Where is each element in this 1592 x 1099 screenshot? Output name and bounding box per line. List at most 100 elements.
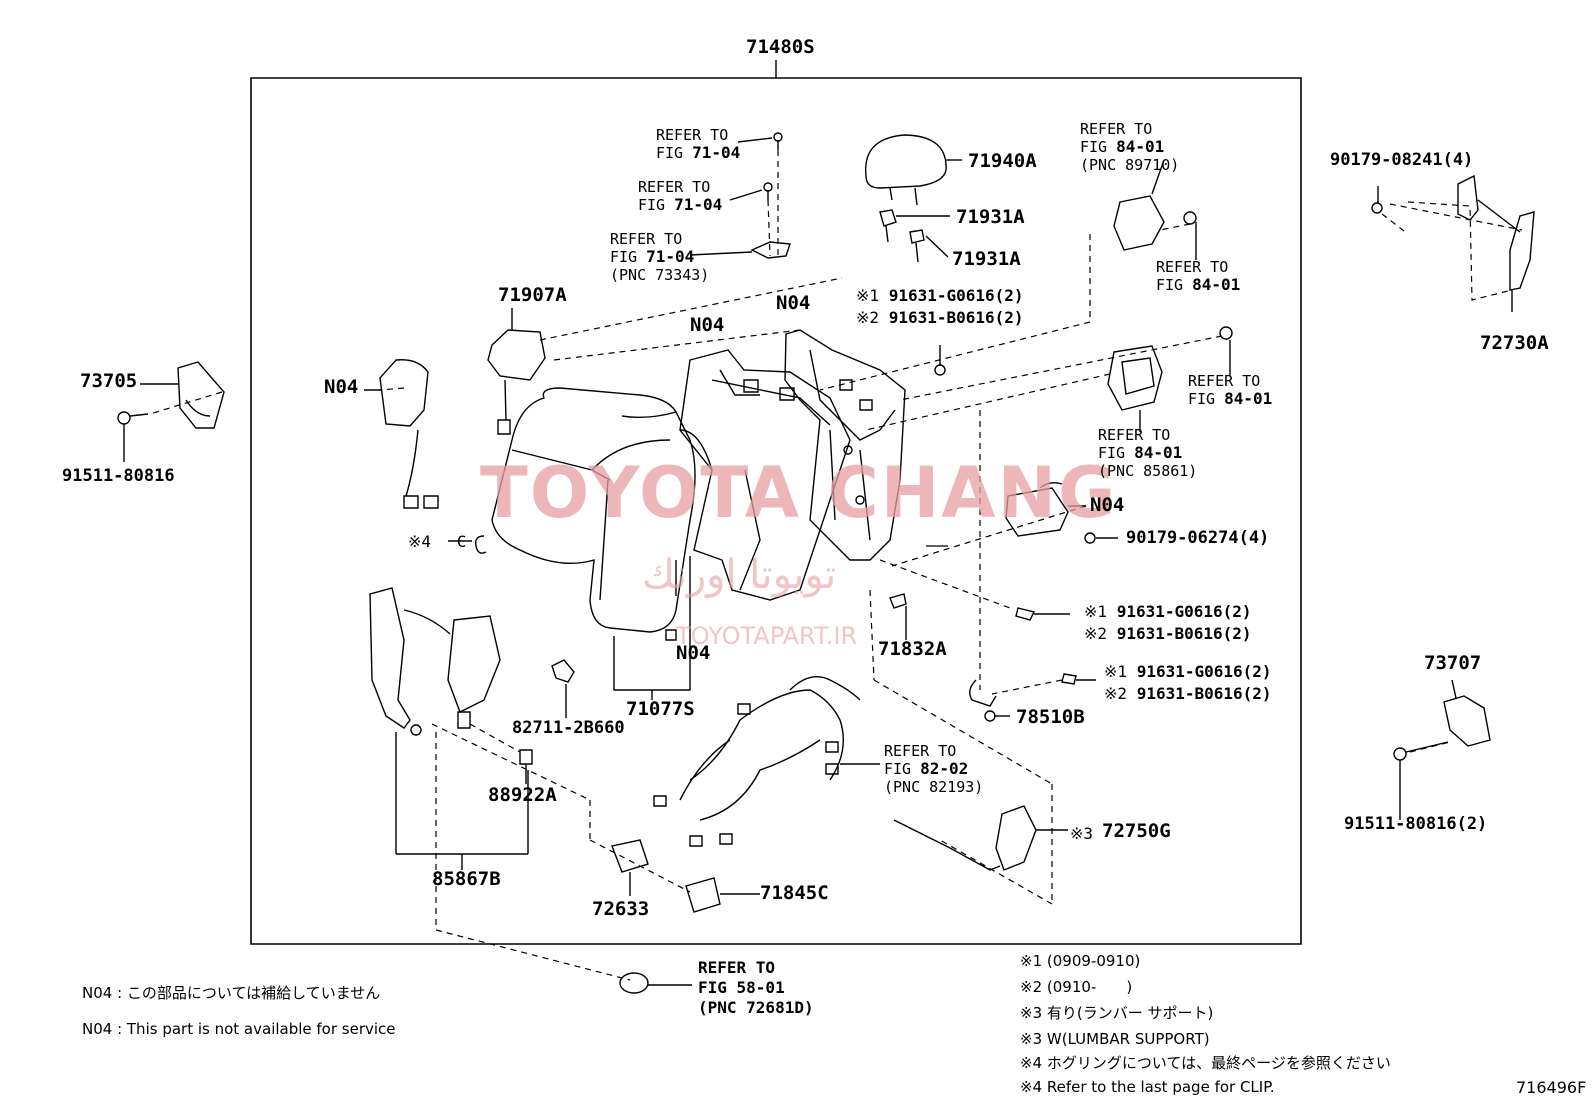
ref-fig: 84-01 — [1192, 275, 1241, 294]
note-n04-en: N04 : This part is not available for ser… — [82, 1020, 396, 1038]
ref-line1: REFER TO — [656, 126, 729, 144]
callout-part: 91631-G0616(2) — [1136, 662, 1272, 681]
seatback-cushion-drawing — [492, 388, 712, 632]
part-label-85867B[interactable]: 85867B — [432, 868, 501, 890]
latch-drawing — [488, 308, 545, 434]
part-label-71077S[interactable]: 71077S — [626, 698, 695, 720]
part-label-n04-right[interactable]: N04 — [1090, 494, 1125, 516]
headrest-drawing — [866, 135, 962, 205]
part-label-72633[interactable]: 72633 — [592, 898, 650, 920]
note-4-jp: ※4 ホグリングについては、最終ページを参照ください — [1020, 1054, 1391, 1072]
ref-line1: REFER TO — [1080, 120, 1153, 138]
ref-line1: REFER TO — [610, 230, 683, 248]
sensor-panel-drawing — [1006, 483, 1118, 543]
part-label-91511-80816[interactable]: 91511-80816 — [62, 466, 175, 486]
callout-mark: ※1 — [1084, 602, 1108, 621]
refer-fig-84-01-b[interactable]: REFER TO FIG 84-01 — [1156, 258, 1240, 294]
refer-fig-84-01-d[interactable]: REFER TO FIG 84-01 (PNC 85861) — [1098, 426, 1197, 480]
ref-line1: REFER TO — [1188, 372, 1261, 390]
part-label-82711-2B660[interactable]: 82711-2B660 — [512, 718, 625, 738]
ref-line1: REFER TO — [1156, 258, 1229, 276]
refer-fig-71-04-b[interactable]: REFER TO FIG 71-04 — [638, 178, 722, 214]
ref-fig: 84-01 — [1116, 137, 1165, 156]
part-label-71931A-upper[interactable]: 71931A — [956, 206, 1025, 228]
part-label-71845C[interactable]: 71845C — [760, 882, 829, 904]
note-n04-jp: N04 : この部品については補給していません — [82, 984, 381, 1002]
callout-part: 91631-B0616(2) — [888, 308, 1024, 327]
ref-pnc: (PNC 72681D) — [698, 998, 814, 1017]
callout-91631-G0616-top[interactable]: ※1 91631-G0616(2) — [856, 288, 1024, 304]
ref-line2a: FIG — [656, 144, 693, 162]
part-label-73705[interactable]: 73705 — [80, 370, 138, 392]
refer-fig-71-04-c[interactable]: REFER TO FIG 71-04 (PNC 73343) — [610, 230, 709, 284]
refer-fig-71-04-a[interactable]: REFER TO FIG 71-04 — [656, 126, 740, 162]
callout-mark: ※2 — [856, 308, 880, 327]
watermark-arabic: تويوتا اورنك — [642, 552, 837, 598]
ref-fig: 84-01 — [1134, 443, 1183, 462]
ref-pnc: (PNC 73343) — [610, 266, 710, 284]
callout-part: 91631-G0616(2) — [1116, 602, 1252, 621]
note-4-en: ※4 Refer to the last page for CLIP. — [1020, 1078, 1275, 1096]
callout-mark: ※4 — [408, 532, 432, 551]
ref-line1: REFER TO — [884, 742, 957, 760]
refer-fig-84-01-a[interactable]: REFER TO FIG 84-01 (PNC 89710) — [1080, 120, 1179, 174]
part-label-72750G[interactable]: 72750G — [1102, 820, 1171, 842]
part-label-n04-bottom[interactable]: N04 — [676, 642, 711, 664]
wire-harness-drawing — [654, 677, 880, 846]
note-3-en: ※3 W(LUMBAR SUPPORT) — [1020, 1030, 1210, 1048]
ref-pnc: (PNC 82193) — [884, 778, 984, 796]
note-3-jp: ※3 有り(ランバー サポート) — [1020, 1004, 1214, 1022]
part-label-71907A[interactable]: 71907A — [498, 284, 567, 306]
callout-91631-G0616-low[interactable]: ※1 91631-G0616(2) — [1104, 664, 1272, 680]
note-1: ※1 (0909-0910) — [1020, 952, 1141, 970]
callout-mark: ※1 — [856, 286, 880, 305]
part-label-71940A[interactable]: 71940A — [968, 150, 1037, 172]
motor-drawing — [364, 360, 438, 508]
ref-line2a: FIG — [1188, 390, 1225, 408]
part-label-90179-06274[interactable]: 90179-06274(4) — [1126, 528, 1270, 548]
callout-91631-B0616-top[interactable]: ※2 91631-B0616(2) — [856, 310, 1024, 326]
callout-part: 91631-B0616(2) — [1116, 624, 1252, 643]
watermark-site: TOYOTAPART.IR — [676, 622, 858, 650]
ref-fig: 71-04 — [674, 195, 723, 214]
ref-line2a: FIG — [638, 196, 675, 214]
part-label-78510B[interactable]: 78510B — [1016, 706, 1085, 728]
assembly-number: 71480S — [746, 36, 815, 58]
ref-line1: REFER TO — [638, 178, 711, 196]
module-85861-drawing — [1108, 327, 1232, 432]
module-89710-drawing — [1114, 160, 1196, 260]
callout-part: 91631-G0616(2) — [888, 286, 1024, 305]
callout-mark: ※2 — [1104, 684, 1128, 703]
ref-fig: 71-04 — [692, 143, 741, 162]
ref-line2a: FIG — [1080, 138, 1117, 156]
callout-91631-B0616-low[interactable]: ※2 91631-B0616(2) — [1104, 686, 1272, 702]
callout-91631-B0616-mid[interactable]: ※2 91631-B0616(2) — [1084, 626, 1252, 642]
refer-fig-84-01-c[interactable]: REFER TO FIG 84-01 — [1188, 372, 1272, 408]
part-label-n04-mid[interactable]: N04 — [690, 314, 725, 336]
ref-line1: REFER TO — [1098, 426, 1171, 444]
ref-line2a: FIG — [884, 760, 921, 778]
hinge-72730A-drawing — [1372, 176, 1534, 312]
callout-mark: ※1 — [1104, 662, 1128, 681]
recliner-motor-drawing — [370, 588, 528, 870]
part-label-n04-left[interactable]: N04 — [324, 376, 359, 398]
ref-line2a: FIG — [1098, 444, 1135, 462]
ref-line2a: FIG — [610, 248, 647, 266]
lumbar-motor-drawing — [894, 806, 1068, 870]
callout-clip[interactable]: ※4 C — [408, 534, 466, 550]
part-label-90179-08241[interactable]: 90179-08241(4) — [1330, 150, 1474, 170]
part-label-71832A[interactable]: 71832A — [878, 638, 947, 660]
headrest-guide-drawing — [880, 210, 950, 262]
refer-fig-58-01[interactable]: REFER TO FIG 58-01 (PNC 72681D) — [698, 958, 814, 1018]
part-label-88922A[interactable]: 88922A — [488, 784, 557, 806]
refer-fig-82-02[interactable]: REFER TO FIG 82-02 (PNC 82193) — [884, 742, 983, 796]
callout-part: C — [456, 532, 467, 551]
part-label-72730A[interactable]: 72730A — [1480, 332, 1549, 354]
part-label-73707[interactable]: 73707 — [1424, 652, 1482, 674]
watermark-main: TOYOTA CHANG — [480, 452, 1118, 534]
part-label-71931A-lower[interactable]: 71931A — [952, 248, 1021, 270]
part-label-91511-80816-2[interactable]: 91511-80816(2) — [1344, 814, 1488, 834]
diagram-id: 716496F — [1516, 1078, 1587, 1097]
part-label-n04-top[interactable]: N04 — [776, 292, 811, 314]
callout-91631-G0616-mid[interactable]: ※1 91631-G0616(2) — [1084, 604, 1252, 620]
